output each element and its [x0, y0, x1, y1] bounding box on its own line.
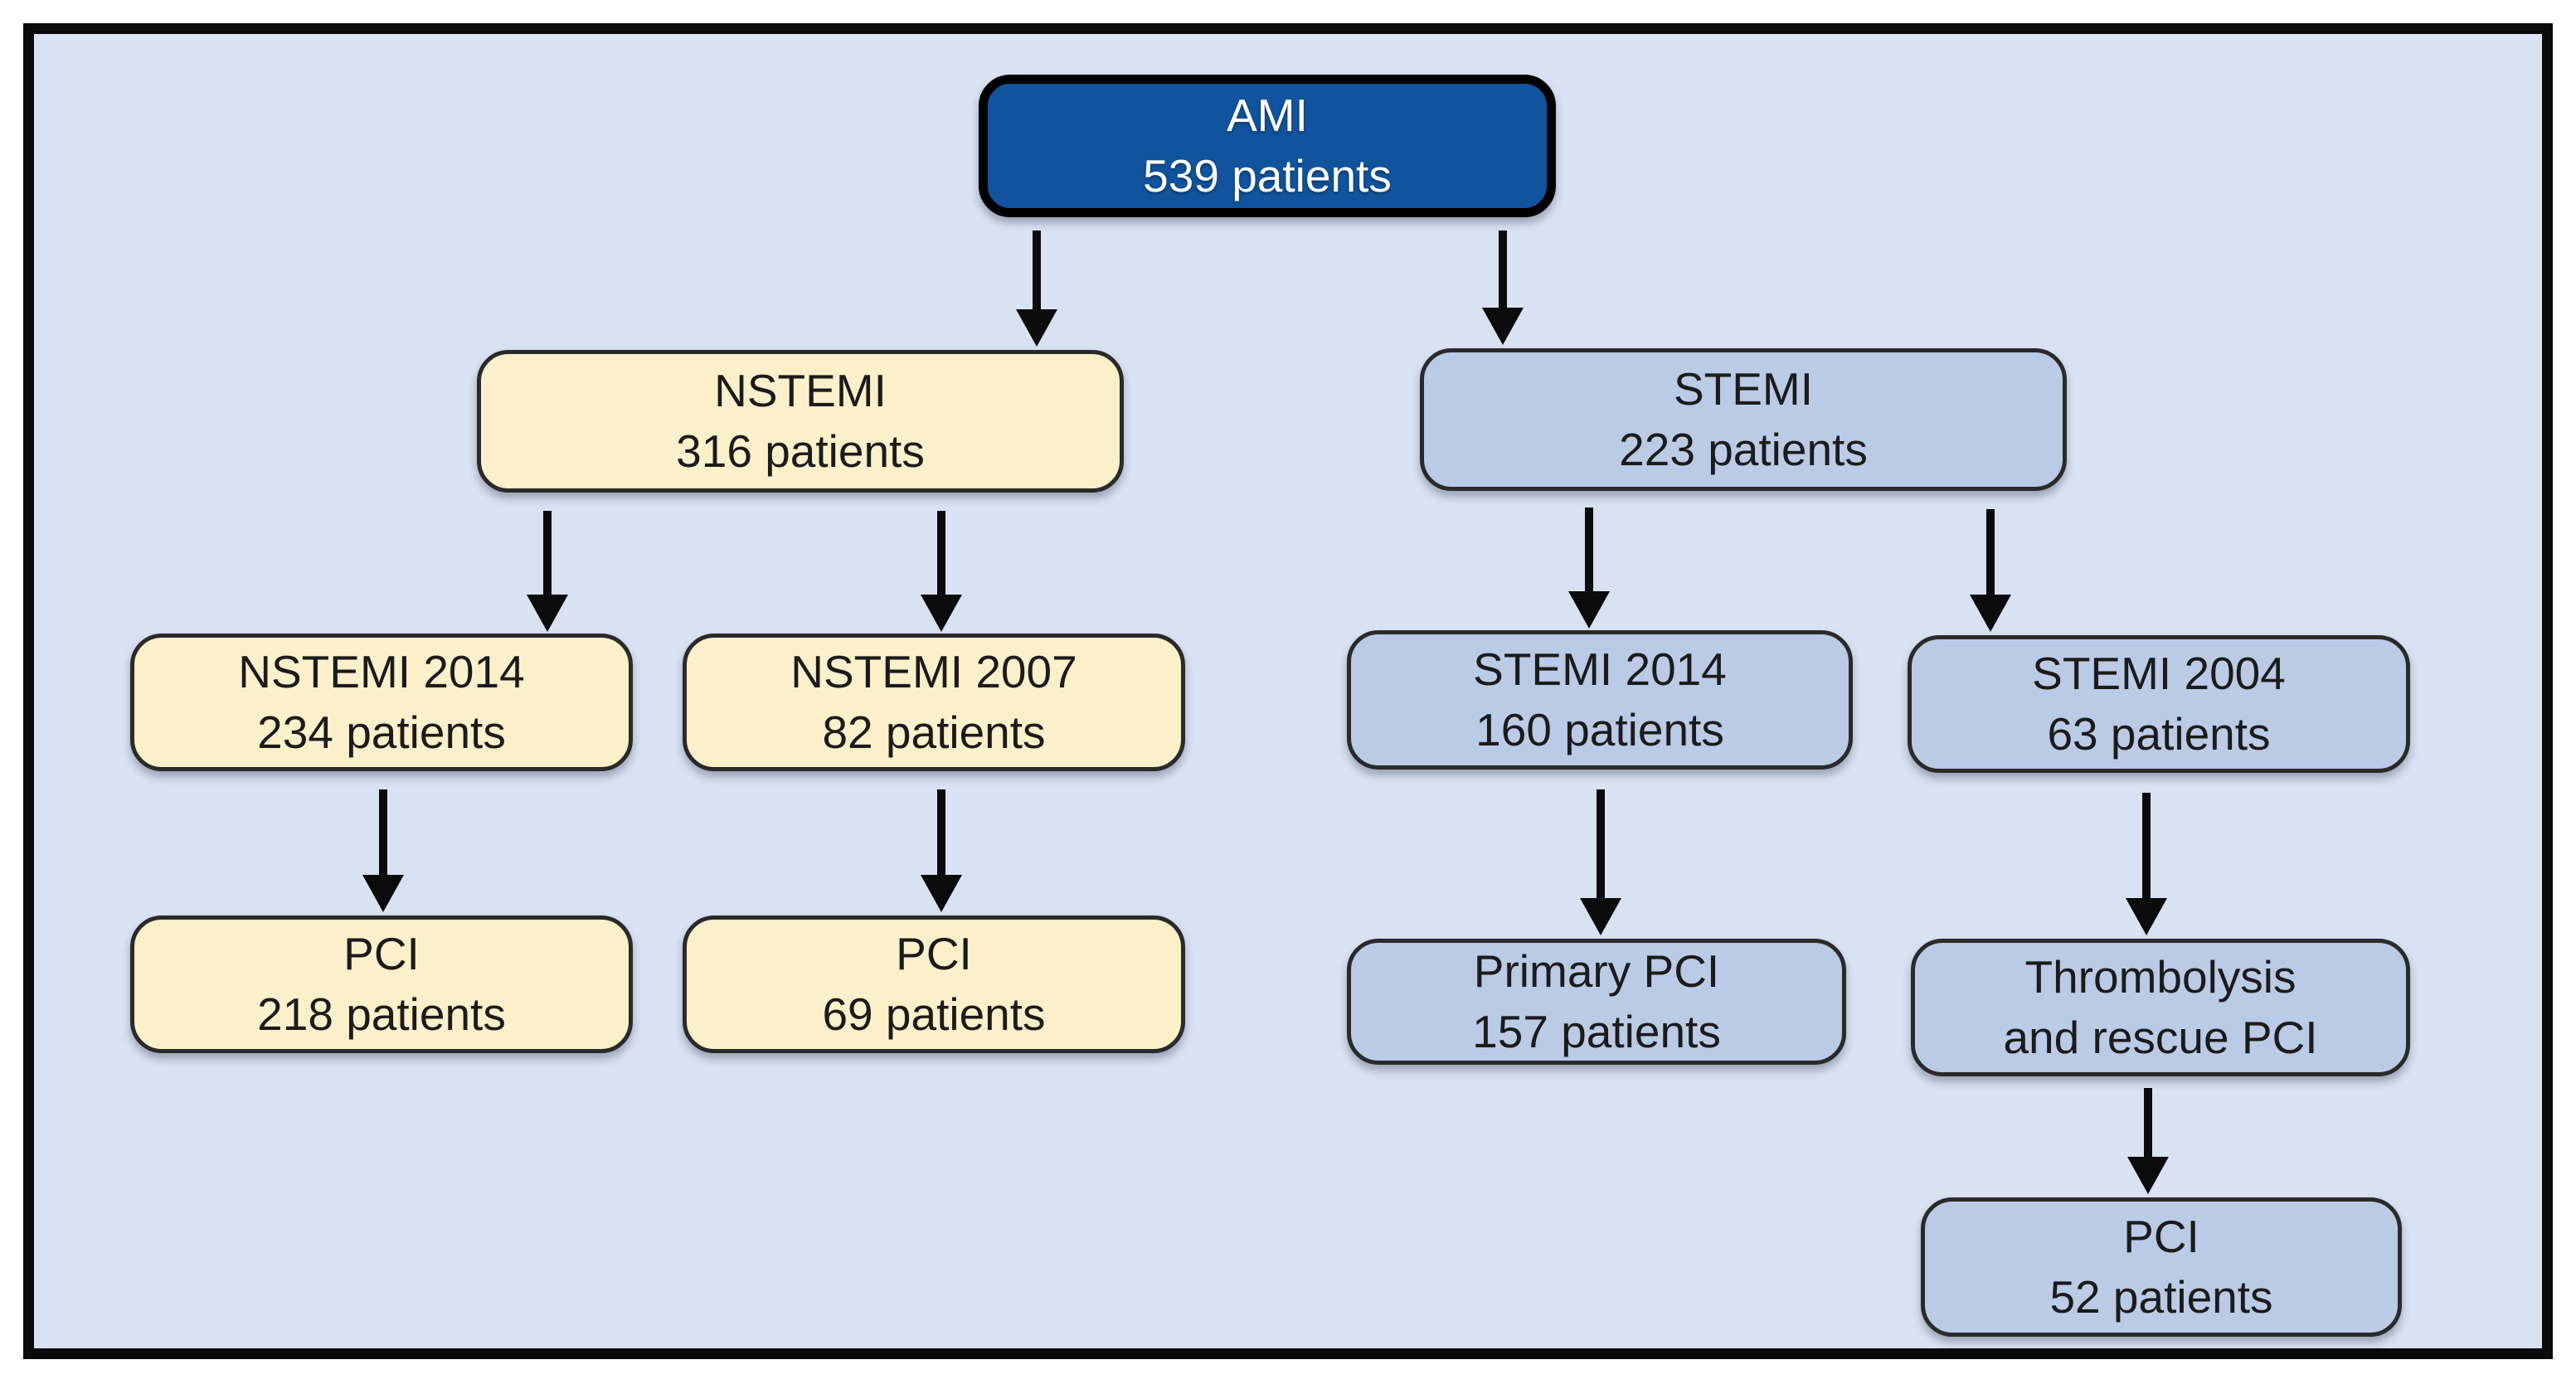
node-thrombolysis: Thrombolysis and rescue PCI: [1911, 939, 2410, 1076]
node-subtitle: 69 patients: [822, 988, 1046, 1040]
node-primary-pci: Primary PCI 157 patients: [1347, 939, 1846, 1065]
node-title: Thrombolysis: [2024, 951, 2297, 1003]
node-nstemi: NSTEMI 316 patients: [477, 350, 1124, 493]
node-title: PCI: [2123, 1211, 2199, 1263]
node-title: AMI: [1227, 90, 1308, 142]
node-title: Primary PCI: [1473, 945, 1720, 998]
node-subtitle: 157 patients: [1472, 1006, 1721, 1057]
node-stemi-2004: STEMI 2004 63 patients: [1908, 635, 2410, 773]
node-subtitle: 234 patients: [257, 707, 506, 758]
node-title: NSTEMI 2007: [790, 646, 1077, 698]
node-subtitle: 63 patients: [2047, 708, 2271, 760]
node-subtitle: 82 patients: [822, 707, 1046, 758]
node-title: STEMI 2014: [1473, 643, 1727, 696]
node-pci-rescue: PCI 52 patients: [1921, 1197, 2402, 1337]
node-subtitle: and rescue PCI: [2003, 1012, 2318, 1063]
node-title: NSTEMI 2014: [238, 646, 525, 698]
node-subtitle: 316 patients: [676, 425, 925, 477]
node-subtitle: 539 patients: [1143, 150, 1392, 202]
node-title: PCI: [896, 928, 972, 980]
node-pci-nstemi-2007: PCI 69 patients: [683, 915, 1185, 1053]
node-title: STEMI: [1673, 363, 1814, 415]
node-subtitle: 223 patients: [1619, 424, 1868, 475]
node-subtitle: 218 patients: [257, 988, 506, 1040]
node-pci-nstemi-2014: PCI 218 patients: [130, 915, 633, 1053]
node-stemi-2014: STEMI 2014 160 patients: [1347, 630, 1853, 770]
node-subtitle: 52 patients: [2049, 1271, 2273, 1323]
node-ami: AMI 539 patients: [979, 75, 1556, 217]
node-nstemi-2014: NSTEMI 2014 234 patients: [130, 634, 633, 771]
node-stemi: STEMI 223 patients: [1420, 348, 2067, 491]
node-subtitle: 160 patients: [1475, 704, 1724, 755]
node-title: NSTEMI: [714, 365, 887, 417]
node-title: PCI: [343, 928, 420, 980]
node-title: STEMI 2004: [2032, 648, 2286, 700]
node-nstemi-2007: NSTEMI 2007 82 patients: [683, 634, 1185, 771]
